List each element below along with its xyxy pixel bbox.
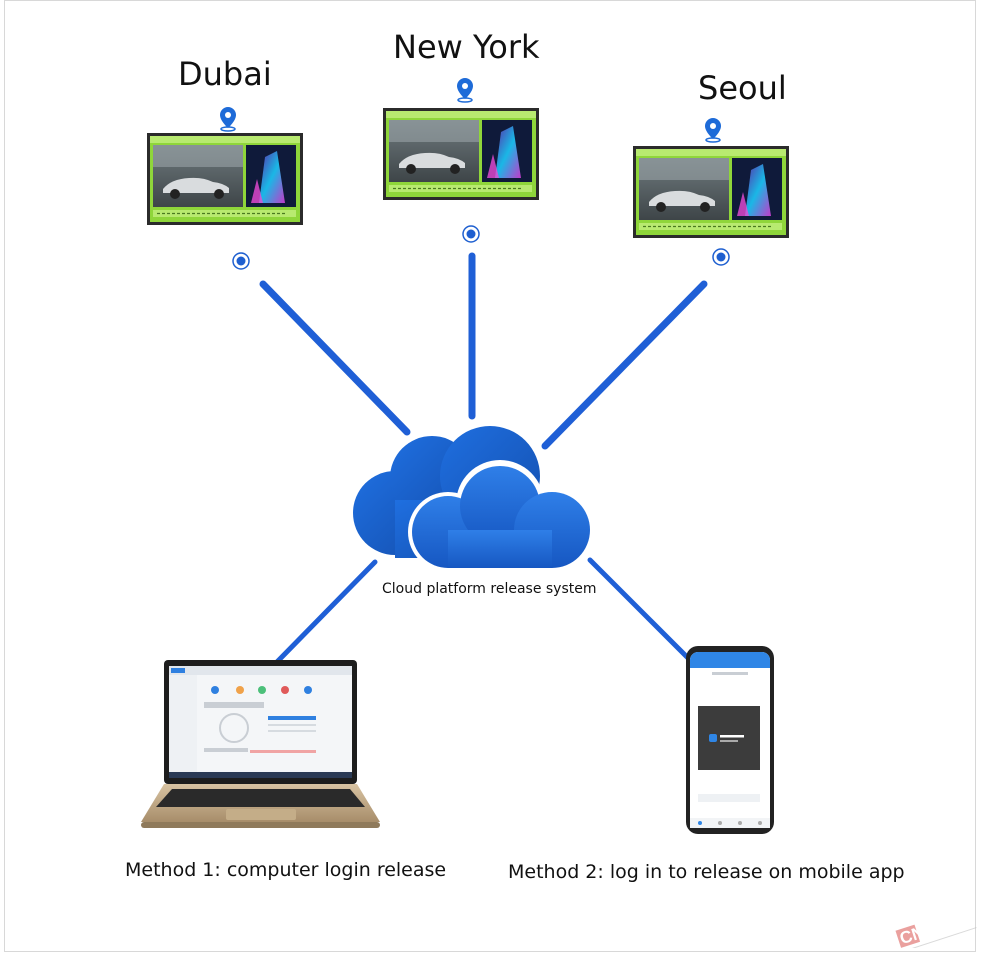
signage-display-seoul: [632, 145, 790, 239]
connector-dubai: [259, 280, 411, 436]
connector-seoul: [541, 280, 708, 450]
diagram-frame: [4, 0, 976, 952]
location-pin-icon: [456, 77, 474, 103]
method-2-caption: Method 2: log in to release on mobile ap…: [508, 861, 905, 883]
watermark-text: CNtronic: [897, 908, 971, 948]
signage-display-new-york: [382, 107, 540, 201]
signage-display-dubai: [146, 132, 304, 226]
connector-phone: [587, 557, 693, 663]
city-label-new-york: New York: [393, 28, 540, 66]
smartphone-icon: [686, 646, 774, 834]
node-dot-icon: [462, 225, 480, 243]
node-dot-icon: [232, 252, 250, 270]
cloud-platform-label: Cloud platform release system: [382, 581, 597, 597]
location-pin-icon: [219, 106, 237, 132]
method-1-caption: Method 1: computer login release: [125, 859, 447, 881]
laptop-icon: [141, 660, 380, 828]
cloud-icon: [353, 426, 594, 572]
location-pin-icon: [704, 117, 722, 143]
city-label-dubai: Dubai: [178, 55, 272, 93]
city-label-seoul: Seoul: [698, 69, 787, 107]
node-dot-icon: [712, 248, 730, 266]
cntronic-watermark-logo: CNtronic: [895, 908, 977, 948]
connector-laptop: [272, 559, 378, 667]
